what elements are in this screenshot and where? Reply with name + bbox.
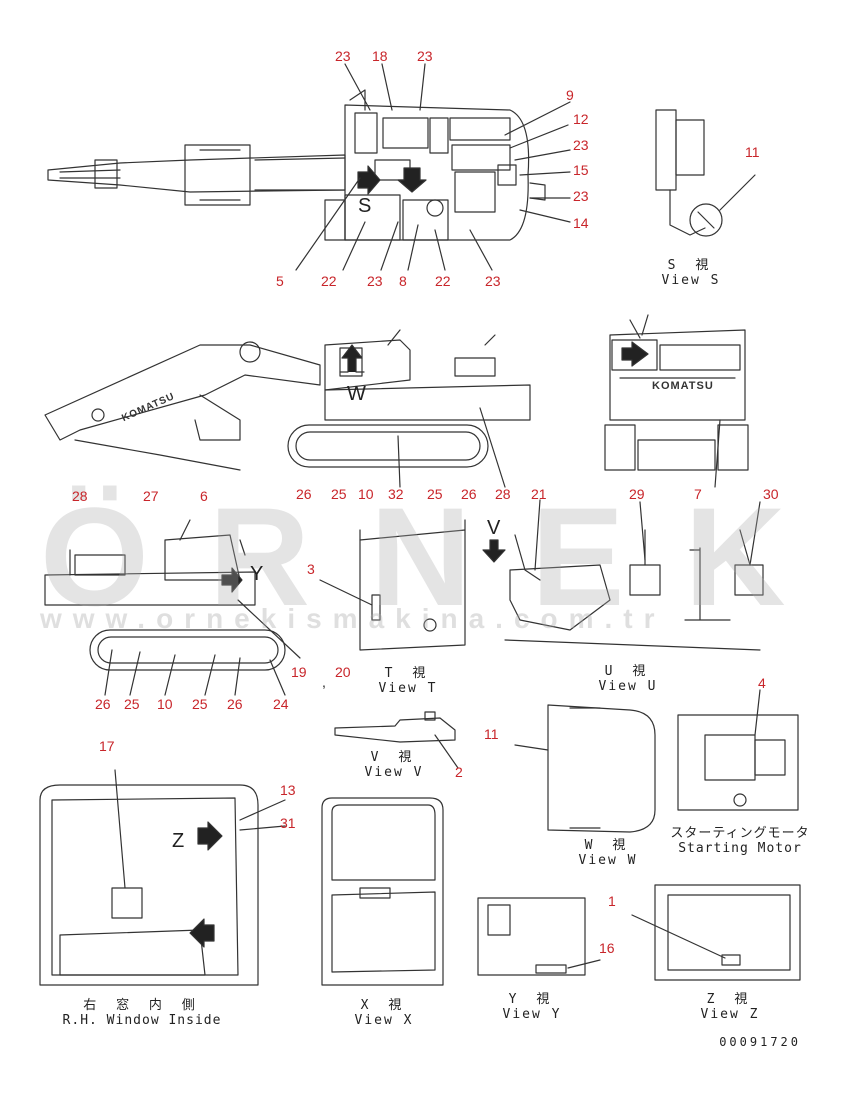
callout-c12: 23	[367, 273, 383, 289]
callout-c5: 12	[573, 111, 589, 127]
side-view-drawing	[44, 334, 531, 471]
callout-c44: 13	[280, 782, 296, 798]
rear-view-drawing	[604, 314, 749, 488]
callout-c20: 32	[388, 486, 404, 502]
view-letter-s: S	[358, 195, 372, 217]
view-z-drawing	[631, 884, 801, 981]
callout-comma: ,	[322, 674, 326, 690]
callout-c17: 26	[296, 486, 312, 502]
view-w-drawing	[514, 704, 656, 833]
callout-c46: 1	[608, 893, 616, 909]
view-u-drawing	[504, 499, 764, 651]
callout-c2: 18	[372, 48, 388, 64]
view-letter-z: Z	[172, 830, 185, 852]
callout-c42: 4	[758, 675, 766, 691]
view-s-drawing	[655, 109, 756, 237]
callout-c6: 23	[573, 137, 589, 153]
view-letter-w: W	[347, 383, 366, 405]
callout-c45: 31	[280, 815, 296, 831]
counterweight-brand-decal: KOMATSU	[652, 380, 714, 392]
callout-c22: 26	[461, 486, 477, 502]
callout-c15: 23	[485, 273, 501, 289]
callout-c43: 17	[99, 738, 115, 754]
callout-c35: 25	[124, 696, 140, 712]
callout-c37: 25	[192, 696, 208, 712]
callout-c28: 3	[307, 561, 315, 577]
document-number: 00091720	[719, 1035, 801, 1049]
callout-c25: 28	[72, 488, 88, 504]
callout-c47: 16	[599, 940, 615, 956]
callout-c23: 28	[495, 486, 511, 502]
view-t-drawing	[319, 519, 466, 651]
callout-c7: 15	[573, 162, 589, 178]
callout-c18: 25	[331, 486, 347, 502]
callout-c27: 6	[200, 488, 208, 504]
view-letter-v: V	[487, 517, 501, 539]
callout-c8: 23	[573, 188, 589, 204]
callout-c13: 8	[399, 273, 407, 289]
watermark-url: www.ornekismakina.com.tr	[40, 603, 666, 634]
callout-c24: 7	[694, 486, 702, 502]
callout-c40: 2	[455, 764, 463, 780]
callout-c1: 23	[335, 48, 351, 64]
callout-c11: 22	[321, 273, 337, 289]
callout-c4: 9	[566, 87, 574, 103]
callout-c39: 24	[273, 696, 289, 712]
callout-c19: 10	[358, 486, 374, 502]
top-view-drawing	[47, 89, 546, 241]
callout-c33: 20	[335, 664, 351, 680]
callout-c21: 25	[427, 486, 443, 502]
callout-c41: 11	[484, 726, 499, 742]
callout-c9: 14	[573, 215, 589, 231]
callout-c38: 26	[227, 696, 243, 712]
view-letter-y: Y	[250, 563, 264, 585]
watermark-brand: ÖRNEK	[40, 478, 846, 635]
callout-c26: 27	[143, 488, 159, 504]
callout-c32: 19	[291, 664, 307, 680]
view-x-drawing	[321, 797, 444, 986]
callout-c29: 21	[531, 486, 547, 502]
callout-c16: 11	[745, 144, 760, 160]
starting-motor-drawing	[677, 689, 799, 811]
view-v-drawing	[334, 711, 459, 769]
callout-c30: 29	[629, 486, 645, 502]
callout-c14: 22	[435, 273, 451, 289]
callout-c34: 26	[95, 696, 111, 712]
rh-window-drawing	[39, 769, 286, 986]
view-y-drawing	[477, 897, 601, 976]
callout-c3: 23	[417, 48, 433, 64]
callout-c36: 10	[157, 696, 173, 712]
callout-c10: 5	[276, 273, 284, 289]
callout-c31: 30	[763, 486, 779, 502]
